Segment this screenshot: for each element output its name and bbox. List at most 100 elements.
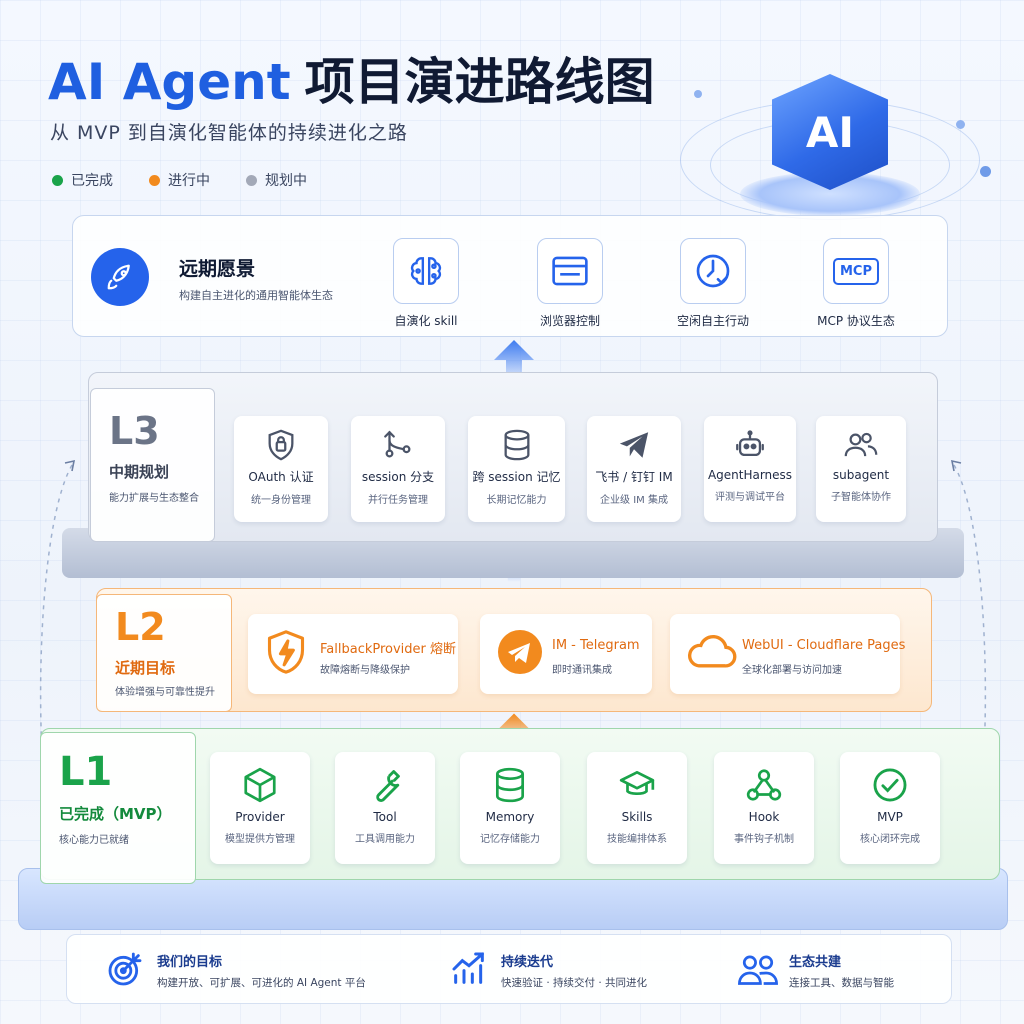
card-title: IM - Telegram: [552, 638, 640, 653]
lock-icon: [234, 428, 328, 462]
card-subtitle: 事件钩子机制: [734, 834, 794, 845]
legend-item-in-progress: 进行中: [149, 170, 210, 190]
footer-item-title: 持续迭代: [501, 955, 554, 970]
legend-item-done: 已完成: [52, 170, 113, 190]
card-title: WebUI - Cloudflare Pages: [742, 638, 906, 653]
footer-item-desc: 构建开放、可扩展、可进化的 AI Agent 平台: [157, 977, 366, 989]
card-title: AgentHarness: [707, 468, 793, 482]
card-subtitle: 子智能体协作: [831, 492, 891, 503]
card-title: subagent: [832, 468, 890, 482]
l1-card-hook[interactable]: Hook 事件钩子机制: [714, 752, 814, 864]
l2-card-webui-cloudflare[interactable]: WebUI - Cloudflare Pages 全球化部署与访问加速: [670, 614, 905, 694]
card-title: Tool: [373, 810, 397, 824]
card-subtitle: 工具调用能力: [355, 834, 415, 845]
card-subtitle: 故障熔断与降级保护: [320, 665, 410, 676]
card-subtitle: 即时通讯集成: [552, 665, 612, 676]
footer-panel: 我们的目标 构建开放、可扩展、可进化的 AI Agent 平台 持续迭代 快速验…: [66, 934, 952, 1004]
l1-level-desc: 核心能力已就绪: [59, 835, 129, 846]
card-subtitle: 记忆存储能力: [480, 834, 540, 845]
l2-level-tag: L2 近期目标 体验增强与可靠性提升: [96, 594, 232, 712]
sparkle-dot: [980, 166, 991, 177]
card-title: Provider: [235, 810, 285, 824]
side-cycle-arrow-left: [39, 459, 76, 886]
card-subtitle: 并行任务管理: [368, 495, 428, 506]
paper-plane-icon: [587, 428, 681, 462]
brain-circuit-icon: [393, 238, 459, 304]
l2-level-name: 近期目标: [115, 659, 176, 677]
gray-dot-icon: [246, 174, 257, 186]
branch-icon: [351, 428, 445, 462]
card-subtitle: 长期记忆能力: [486, 495, 547, 506]
l3-card-agentharness[interactable]: AgentHarness 评测与调试平台: [704, 416, 796, 522]
vision-item-idle-autonomy[interactable]: 空闲自主行动: [643, 238, 783, 329]
vision-item-browser-control[interactable]: 浏览器控制: [500, 238, 640, 329]
clock-icon: [680, 238, 746, 304]
l1-card-mvp[interactable]: MVP 核心闭环完成: [840, 752, 940, 864]
vision-item-mcp-ecosystem[interactable]: MCP MCP 协议生态: [786, 238, 926, 329]
l1-level-tag: L1 已完成（MVP） 核心能力已就绪: [40, 732, 196, 884]
l2-level-desc: 体验增强与可靠性提升: [115, 687, 215, 698]
database-icon: [460, 766, 560, 804]
l1-card-memory[interactable]: Memory 记忆存储能力: [460, 752, 560, 864]
card-title: OAuth 认证: [248, 470, 314, 484]
legend-label: 已完成: [71, 173, 113, 189]
shield-bolt-icon: [264, 628, 308, 680]
card-subtitle: 企业级 IM 集成: [600, 495, 668, 506]
l1-card-provider[interactable]: Provider 模型提供方管理: [210, 752, 310, 864]
card-subtitle: 统一身份管理: [251, 495, 311, 506]
card-title: MVP: [877, 810, 903, 824]
card-subtitle: 模型提供方管理: [225, 834, 295, 845]
l2-card-im-telegram[interactable]: IM - Telegram 即时通讯集成: [480, 614, 652, 694]
rocket-icon: [91, 248, 149, 306]
l3-level-label: L3: [109, 409, 160, 453]
card-title: Skills: [621, 810, 653, 824]
l3-card-session-branch[interactable]: session 分支 并行任务管理: [351, 416, 445, 522]
l3-level-tag: L3 中期规划 能力扩展与生态整合: [90, 388, 215, 542]
l3-card-subagent[interactable]: subagent 子智能体协作: [816, 416, 906, 522]
card-title: 飞书 / 钉钉 IM: [595, 470, 673, 484]
card-title: FallbackProvider 熔断: [320, 642, 457, 657]
vision-panel: 远期愿景 构建自主进化的通用智能体生态 自演化 skill 浏览器控制 空闲自主…: [72, 215, 948, 337]
legend-label: 进行中: [168, 173, 210, 189]
l1-card-tool[interactable]: Tool 工具调用能力: [335, 752, 435, 864]
l1-card-skills[interactable]: Skills 技能编排体系: [587, 752, 687, 864]
l3-card-oauth[interactable]: OAuth 认证 统一身份管理: [234, 416, 328, 522]
vision-item-label: MCP 协议生态: [817, 314, 895, 328]
l3-card-cross-session-memory[interactable]: 跨 session 记忆 长期记忆能力: [468, 416, 565, 522]
browser-window-icon: [537, 238, 603, 304]
footer-item-desc: 快速验证 · 持续交付 · 共同进化: [501, 977, 648, 989]
wrench-icon: [335, 766, 435, 804]
title-chinese: 项目演进路线图: [304, 53, 655, 111]
target-icon: [105, 949, 145, 993]
database-icon: [468, 428, 565, 462]
l1-level-label: L1: [59, 749, 113, 795]
people-icon: [737, 949, 779, 993]
mcp-icon-text: MCP: [832, 257, 879, 285]
footer-item-title: 生态共建: [789, 955, 842, 970]
card-title: session 分支: [361, 470, 435, 484]
card-subtitle: 全球化部署与访问加速: [742, 665, 842, 676]
card-subtitle: 技能编排体系: [607, 834, 667, 845]
vision-item-label: 空闲自主行动: [676, 314, 749, 328]
vision-item-self-evolving-skill[interactable]: 自演化 skill: [356, 238, 496, 329]
l2-card-fallback-provider[interactable]: FallbackProvider 熔断 故障熔断与降级保护: [248, 614, 458, 694]
sparkle-dot: [956, 120, 965, 129]
telegram-icon: [496, 628, 544, 680]
users-icon: [816, 428, 906, 462]
l3-card-feishu-dingtalk[interactable]: 飞书 / 钉钉 IM 企业级 IM 集成: [587, 416, 681, 522]
card-subtitle: 评测与调试平台: [715, 492, 785, 503]
l3-level-name: 中期规划: [109, 463, 170, 481]
ai-cube-icon: AI: [772, 74, 888, 190]
page-subtitle: 从 MVP 到自演化智能体的持续进化之路: [50, 122, 408, 144]
webhook-icon: [714, 766, 814, 804]
vision-item-label: 自演化 skill: [394, 314, 458, 328]
title-english: AI Agent: [48, 53, 291, 111]
graduation-cap-icon: [587, 766, 687, 804]
card-title: Memory: [485, 810, 535, 824]
orange-dot-icon: [149, 174, 160, 186]
card-title: Hook: [748, 810, 780, 824]
growth-chart-icon: [449, 949, 489, 993]
footer-item-title: 我们的目标: [157, 955, 223, 970]
cube-icon: [210, 766, 310, 804]
